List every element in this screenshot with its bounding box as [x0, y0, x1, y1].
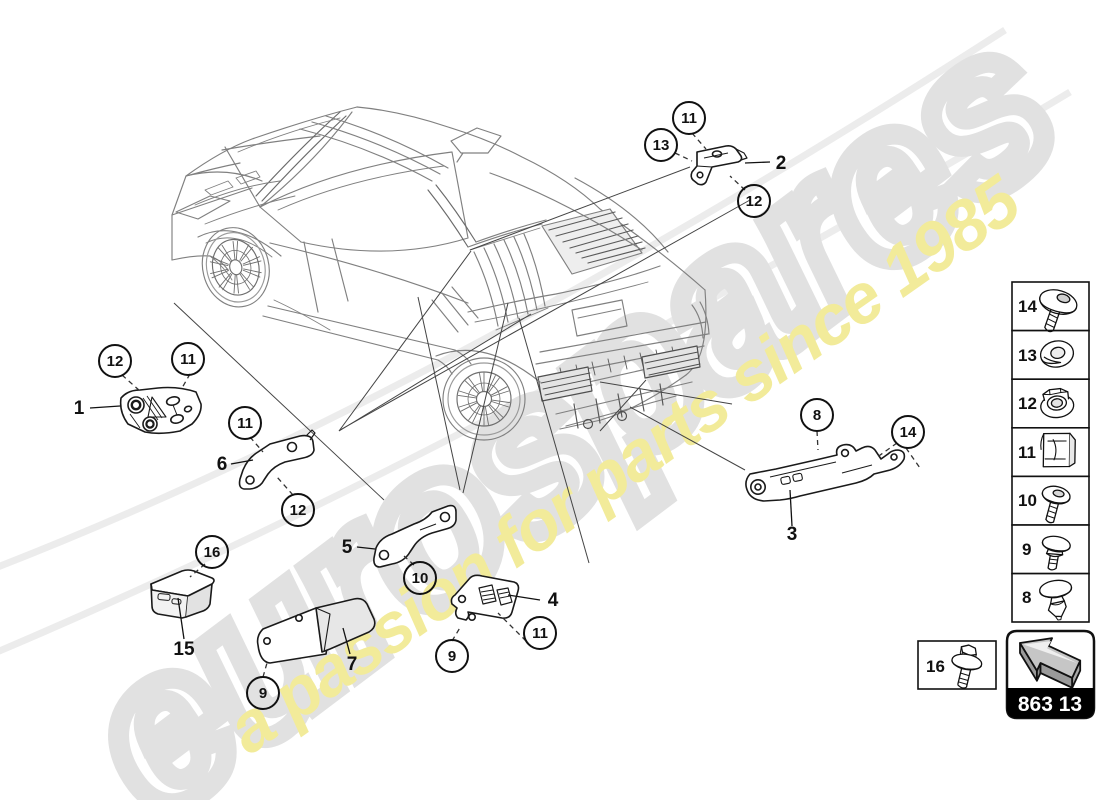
- svg-text:11: 11: [1018, 443, 1036, 462]
- svg-text:11: 11: [237, 415, 253, 432]
- svg-text:12: 12: [1018, 394, 1037, 413]
- svg-text:12: 12: [290, 502, 307, 519]
- svg-text:10: 10: [1018, 491, 1037, 510]
- svg-text:2: 2: [776, 153, 787, 174]
- svg-text:9: 9: [448, 648, 456, 665]
- svg-text:4: 4: [548, 590, 559, 611]
- svg-text:11: 11: [180, 351, 196, 368]
- svg-text:863 13: 863 13: [1018, 693, 1082, 716]
- svg-text:16: 16: [204, 544, 221, 561]
- svg-text:9: 9: [1022, 540, 1031, 559]
- svg-text:9: 9: [259, 685, 267, 702]
- svg-text:6: 6: [217, 454, 228, 475]
- svg-text:8: 8: [1022, 588, 1031, 607]
- svg-text:1: 1: [74, 398, 85, 419]
- svg-text:14: 14: [900, 424, 917, 441]
- svg-text:13: 13: [1018, 346, 1037, 365]
- svg-text:3: 3: [787, 524, 798, 545]
- svg-text:8: 8: [813, 407, 821, 424]
- svg-text:15: 15: [173, 639, 195, 660]
- svg-text:10: 10: [412, 570, 429, 587]
- svg-text:14: 14: [1018, 297, 1037, 316]
- svg-text:7: 7: [347, 654, 358, 675]
- svg-text:5: 5: [342, 537, 353, 558]
- svg-text:11: 11: [681, 110, 697, 127]
- svg-text:11: 11: [532, 625, 548, 642]
- svg-text:12: 12: [746, 193, 763, 210]
- svg-text:16: 16: [926, 657, 945, 676]
- svg-text:13: 13: [653, 137, 670, 154]
- svg-text:12: 12: [107, 353, 124, 370]
